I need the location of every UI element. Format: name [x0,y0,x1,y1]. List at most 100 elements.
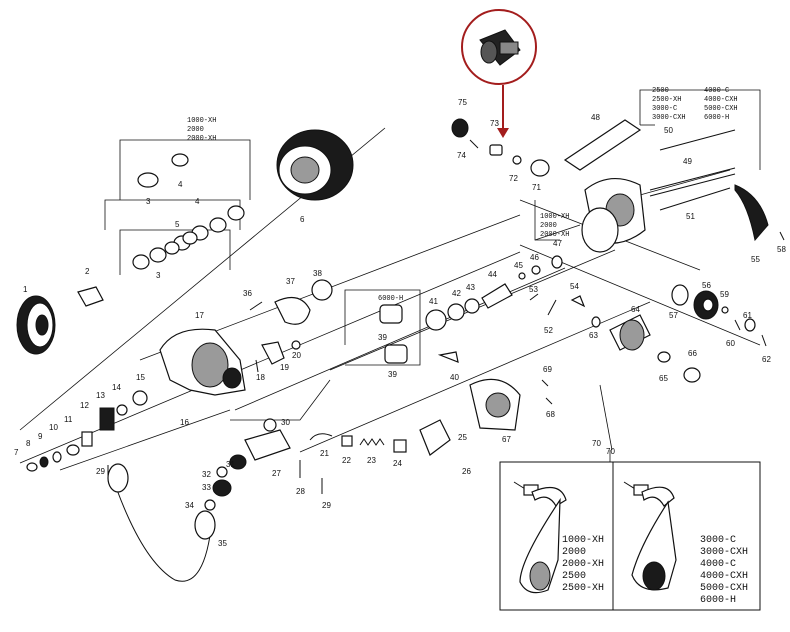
part-label: 67 [502,435,511,444]
part-label: 57 [669,311,678,320]
part-label: 4 [195,197,200,206]
part-label: 3 [146,197,151,206]
part-label: 34 [185,501,194,510]
part-label: 42 [452,289,461,298]
part-label: 17 [195,311,204,320]
part-label: 25 [458,433,467,442]
handle-right-drawing [623,481,677,591]
part-label: 23 [367,456,376,465]
part-label: 2 [85,267,90,276]
part-48-rotor [563,119,646,253]
part-label: 59 [720,290,729,299]
svg-text:1000-XH: 1000-XH [187,117,216,125]
part-label: 50 [664,126,673,135]
leader-lines [19,89,761,471]
part-label: 14 [112,383,121,392]
part-label: 10 [49,423,58,432]
part-label: 21 [320,449,329,458]
handle-box: 70 1000-XH 2000 2000-XH 2500 2500-XH 300… [499,447,761,611]
part-label: 19 [280,363,289,372]
part-label: 74 [457,151,466,160]
svg-text:6000-H: 6000-H [700,595,736,606]
part-label: 7 [14,448,19,457]
part-label: 33 [202,483,211,492]
svg-text:2500-XH: 2500-XH [652,96,681,104]
svg-text:2500-XH: 2500-XH [562,583,604,594]
part-label: 41 [429,297,438,306]
svg-text:4000-C: 4000-C [700,559,736,570]
svg-text:3000-C: 3000-C [652,105,677,113]
part-label: 46 [530,253,539,262]
part-2 [77,286,104,307]
part-label: 62 [762,355,771,364]
part-label: 30 [281,418,290,427]
highlight-callout [461,9,537,138]
part-label: 49 [683,157,692,166]
svg-text:2000: 2000 [562,547,586,558]
svg-text:4000-C: 4000-C [704,87,729,95]
part-label: 65 [659,374,668,383]
part-label: 11 [64,415,73,424]
part-label: 71 [532,183,541,192]
part-label: 51 [686,212,695,221]
part-label: 18 [256,373,265,382]
part-label: 56 [702,281,711,290]
part-number-labels: 1 2 3 3 4 4 5 6 7 8 9 10 11 12 13 14 15 … [14,113,695,548]
part-label: 54 [570,282,579,291]
svg-text:4000-CXH: 4000-CXH [704,96,738,104]
svg-text:2000-XH: 2000-XH [562,559,604,570]
highlight-arrow-head [497,128,509,138]
svg-text:3000-CXH: 3000-CXH [652,114,686,122]
svg-text:1000-XH: 1000-XH [562,535,604,546]
part-label: 5 [175,220,180,229]
part-label: 9 [38,432,43,441]
svg-text:3000-C: 3000-C [700,535,736,546]
model-note-top-left: 1000-XH 2000 2000-XH [187,117,216,143]
part-label: 15 [136,373,145,382]
washer-stack [132,153,245,270]
svg-text:6000-H: 6000-H [378,295,403,303]
svg-text:3000-CXH: 3000-CXH [700,547,748,558]
part-label: 29 [96,467,105,476]
part-label: 28 [296,487,305,496]
part-label: 69 [543,365,552,374]
part-label: 12 [80,401,89,410]
part-label: 39 [378,333,387,342]
part-label: 22 [342,456,351,465]
part-label: 58 [777,245,786,254]
part-label: 75 [458,98,467,107]
part-label: 40 [450,373,459,382]
handle-box-number: 70 [606,447,615,456]
part-17-body [159,328,246,396]
part-label: 3 [156,271,161,280]
part-label: 20 [292,351,301,360]
part-label: 32 [202,470,211,479]
part-label: 27 [272,469,281,478]
part-label: 48 [591,113,600,122]
part-label: 16 [180,418,189,427]
part-label: 4 [178,180,183,189]
part-label: 1 [23,285,28,294]
svg-text:5000-CXH: 5000-CXH [704,105,738,113]
part-label: 26 [462,467,471,476]
part-label: 31 [226,460,235,469]
part-1-drag-knob [16,295,56,355]
part-label: 68 [546,410,555,419]
model-note-mid-right: 1000-XH 2000 2000-XH [540,213,569,239]
part-label: 38 [313,269,322,278]
part-label: 6 [300,215,305,224]
part-label: 64 [631,305,640,314]
svg-text:6000-H: 6000-H [704,114,729,122]
part-label: 37 [286,277,295,286]
part-label: 53 [529,285,538,294]
svg-text:4000-CXH: 4000-CXH [700,571,748,582]
part-label: 60 [726,339,735,348]
part-label: 70 [592,439,601,448]
svg-text:1000-XH: 1000-XH [540,213,569,221]
highlight-circle [461,9,537,85]
svg-text:2500: 2500 [562,571,586,582]
svg-text:2000-XH: 2000-XH [540,231,569,239]
svg-text:2000-XH: 2000-XH [187,135,216,143]
svg-text:2000: 2000 [540,222,557,230]
part-label: 24 [393,459,402,468]
